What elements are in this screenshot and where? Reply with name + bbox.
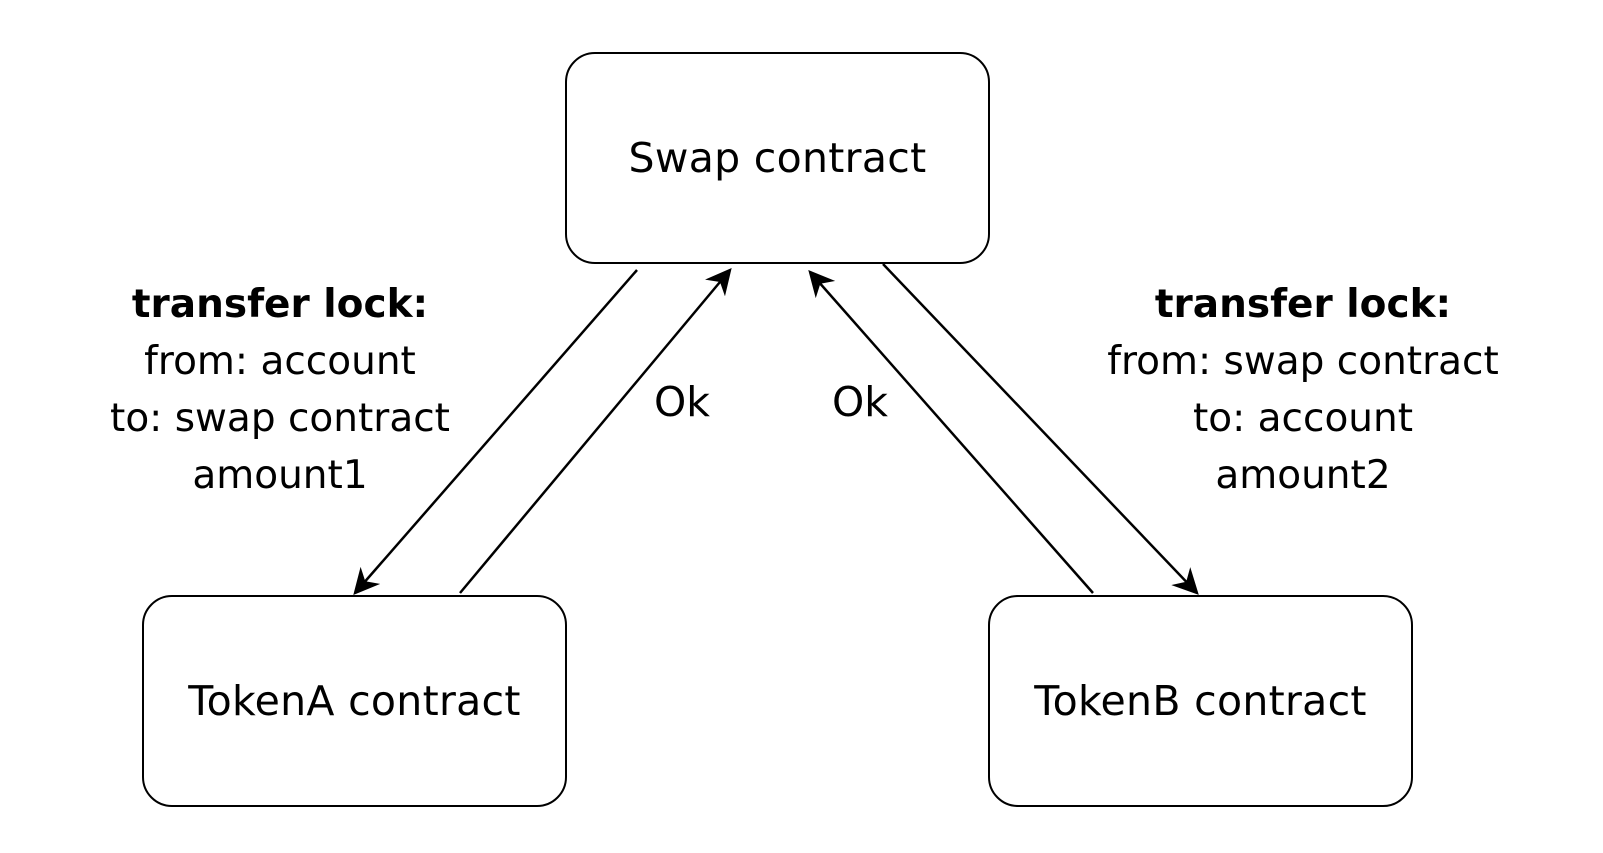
- tokena-contract-label: TokenA contract: [188, 677, 521, 725]
- arrow-tokenb-to-swap: [808, 270, 1094, 594]
- left-transfer-annotation: transfer lock: from: account to: swap co…: [70, 276, 490, 504]
- arrow-swap-to-tokena: [353, 269, 638, 595]
- ok-response-left: Ok: [654, 378, 711, 426]
- right-transfer-title: transfer lock:: [1154, 282, 1452, 327]
- ok-response-right: Ok: [832, 378, 889, 426]
- arrow-tokena-to-swap: [459, 268, 732, 594]
- arrow-swap-to-tokenb: [882, 263, 1199, 595]
- right-transfer-from: from: swap contract: [1107, 339, 1499, 384]
- left-transfer-from: from: account: [144, 339, 416, 384]
- tokenb-contract-node[interactable]: TokenB contract: [988, 595, 1413, 807]
- right-transfer-to: to: account: [1192, 396, 1414, 441]
- left-transfer-to: to: swap contract: [110, 396, 450, 441]
- left-transfer-amount: amount1: [192, 453, 368, 498]
- right-transfer-amount: amount2: [1215, 453, 1391, 498]
- swap-contract-node[interactable]: Swap contract: [565, 52, 990, 264]
- tokena-contract-node[interactable]: TokenA contract: [142, 595, 567, 807]
- right-transfer-annotation: transfer lock: from: swap contract to: a…: [1063, 276, 1543, 504]
- swap-contract-label: Swap contract: [628, 134, 927, 182]
- tokenb-contract-label: TokenB contract: [1034, 677, 1367, 725]
- left-transfer-title: transfer lock:: [131, 282, 429, 327]
